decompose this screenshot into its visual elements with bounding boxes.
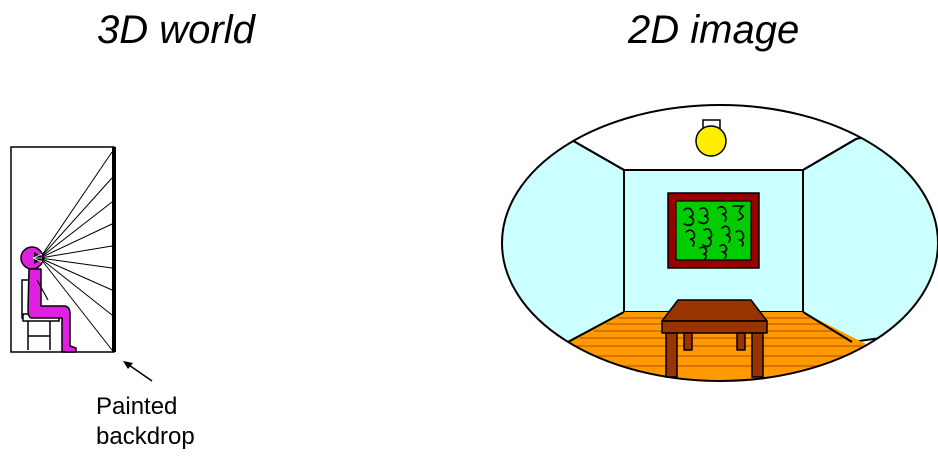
painted-backdrop-label-line2: backdrop bbox=[96, 423, 195, 450]
table-leg-back-left bbox=[683, 332, 693, 351]
image-ellipse-outline bbox=[501, 104, 938, 382]
table-top bbox=[661, 299, 768, 322]
seated-person bbox=[20, 246, 77, 353]
table-leg-front-right bbox=[751, 332, 764, 378]
painting-squiggles bbox=[683, 205, 746, 260]
lamp-bulb bbox=[695, 125, 727, 157]
backdrop-arrow bbox=[123, 361, 153, 382]
person-body bbox=[27, 268, 77, 353]
table bbox=[661, 299, 768, 378]
painted-backdrop-label-line1: Painted bbox=[96, 393, 178, 420]
title-3d-world: 3D world bbox=[97, 8, 255, 52]
ceiling-lamp bbox=[695, 119, 727, 157]
2d-image-scene bbox=[501, 104, 938, 382]
3d-world-scene bbox=[10, 146, 153, 382]
table-leg-front-left bbox=[665, 332, 678, 378]
view-rays bbox=[39, 151, 113, 351]
table-leg-back-right bbox=[736, 332, 746, 351]
painted-backdrop-label: Painted backdrop bbox=[96, 392, 195, 452]
table-apron bbox=[661, 320, 768, 334]
ceiling-edges bbox=[567, 138, 857, 343]
title-2d-image: 2D image bbox=[628, 8, 800, 52]
wall-painting bbox=[667, 192, 760, 269]
